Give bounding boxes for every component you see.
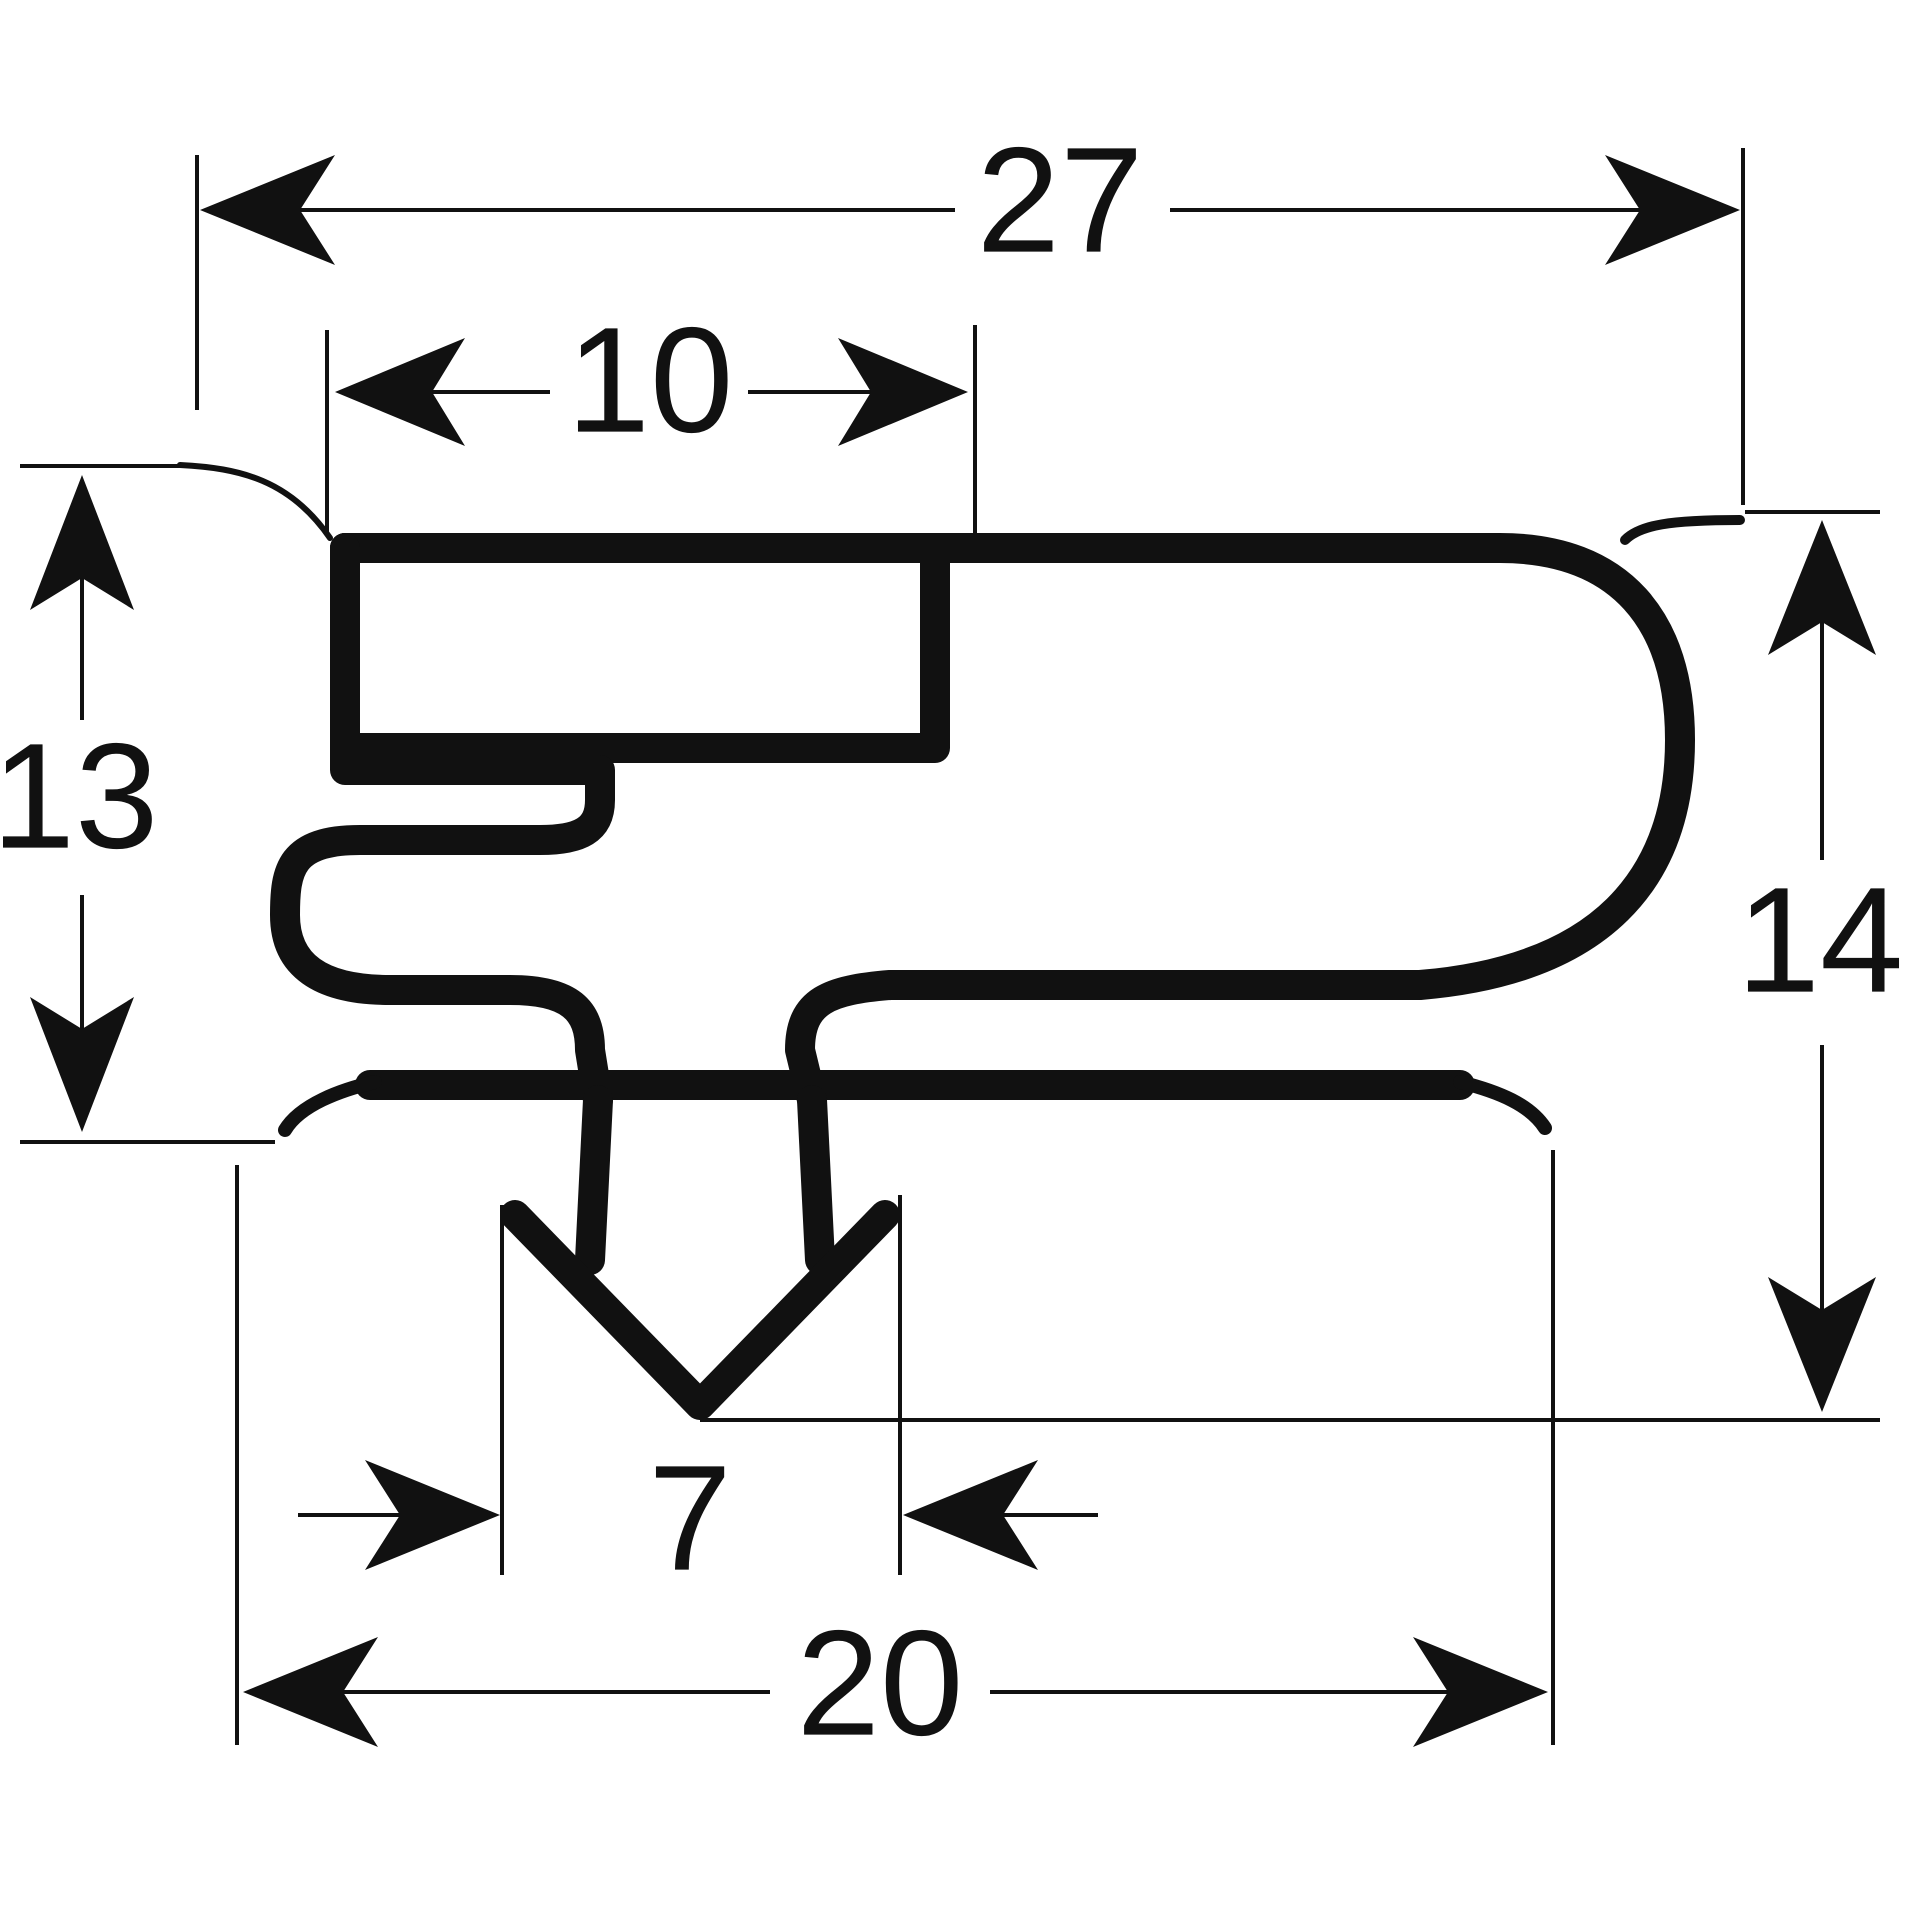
dimension-magnet-width: 10: [335, 296, 968, 464]
magnet-pocket: [330, 533, 950, 763]
arrow-down: [1768, 1277, 1876, 1412]
top-lip-right: [1620, 515, 1745, 545]
dim-label-27: 27: [977, 116, 1144, 284]
arrow-right: [838, 338, 968, 446]
arrow-left: [903, 1460, 1038, 1570]
top-lip-left: [177, 462, 333, 541]
arrow-right: [1605, 155, 1740, 265]
arrow-right: [1413, 1637, 1548, 1747]
arrow-left: [200, 155, 335, 265]
dimension-base-width: 20: [243, 1599, 1548, 1767]
dimension-left-height: 13: [0, 475, 158, 1132]
dim-label-7: 7: [648, 1434, 731, 1602]
left-fold: [270, 533, 615, 1115]
base-lip-right: [1453, 1075, 1552, 1135]
dart-stem-right: [797, 1085, 835, 1275]
bellows-outline: [330, 533, 1695, 1115]
dimension-dart-width: 7: [298, 1434, 1098, 1602]
arrow-up: [30, 475, 134, 610]
arrow-up: [1768, 520, 1876, 655]
dim-label-10: 10: [567, 296, 734, 464]
dim-label-20: 20: [797, 1599, 964, 1767]
arrow-down: [30, 997, 134, 1132]
dimension-overall-width: 27: [200, 116, 1740, 284]
extension-lines: [20, 148, 1880, 1745]
gasket-profile: [177, 462, 1745, 1420]
dim-label-14: 14: [1737, 856, 1904, 1024]
dimension-right-height: 14: [1737, 520, 1904, 1412]
dart-stem-left: [575, 1085, 613, 1275]
base-lip-left: [278, 1075, 382, 1137]
dart-head: [500, 1200, 900, 1420]
arrow-left: [335, 338, 465, 446]
dim-label-13: 13: [0, 712, 158, 880]
arrow-left: [243, 1637, 378, 1747]
arrow-right: [365, 1460, 500, 1570]
